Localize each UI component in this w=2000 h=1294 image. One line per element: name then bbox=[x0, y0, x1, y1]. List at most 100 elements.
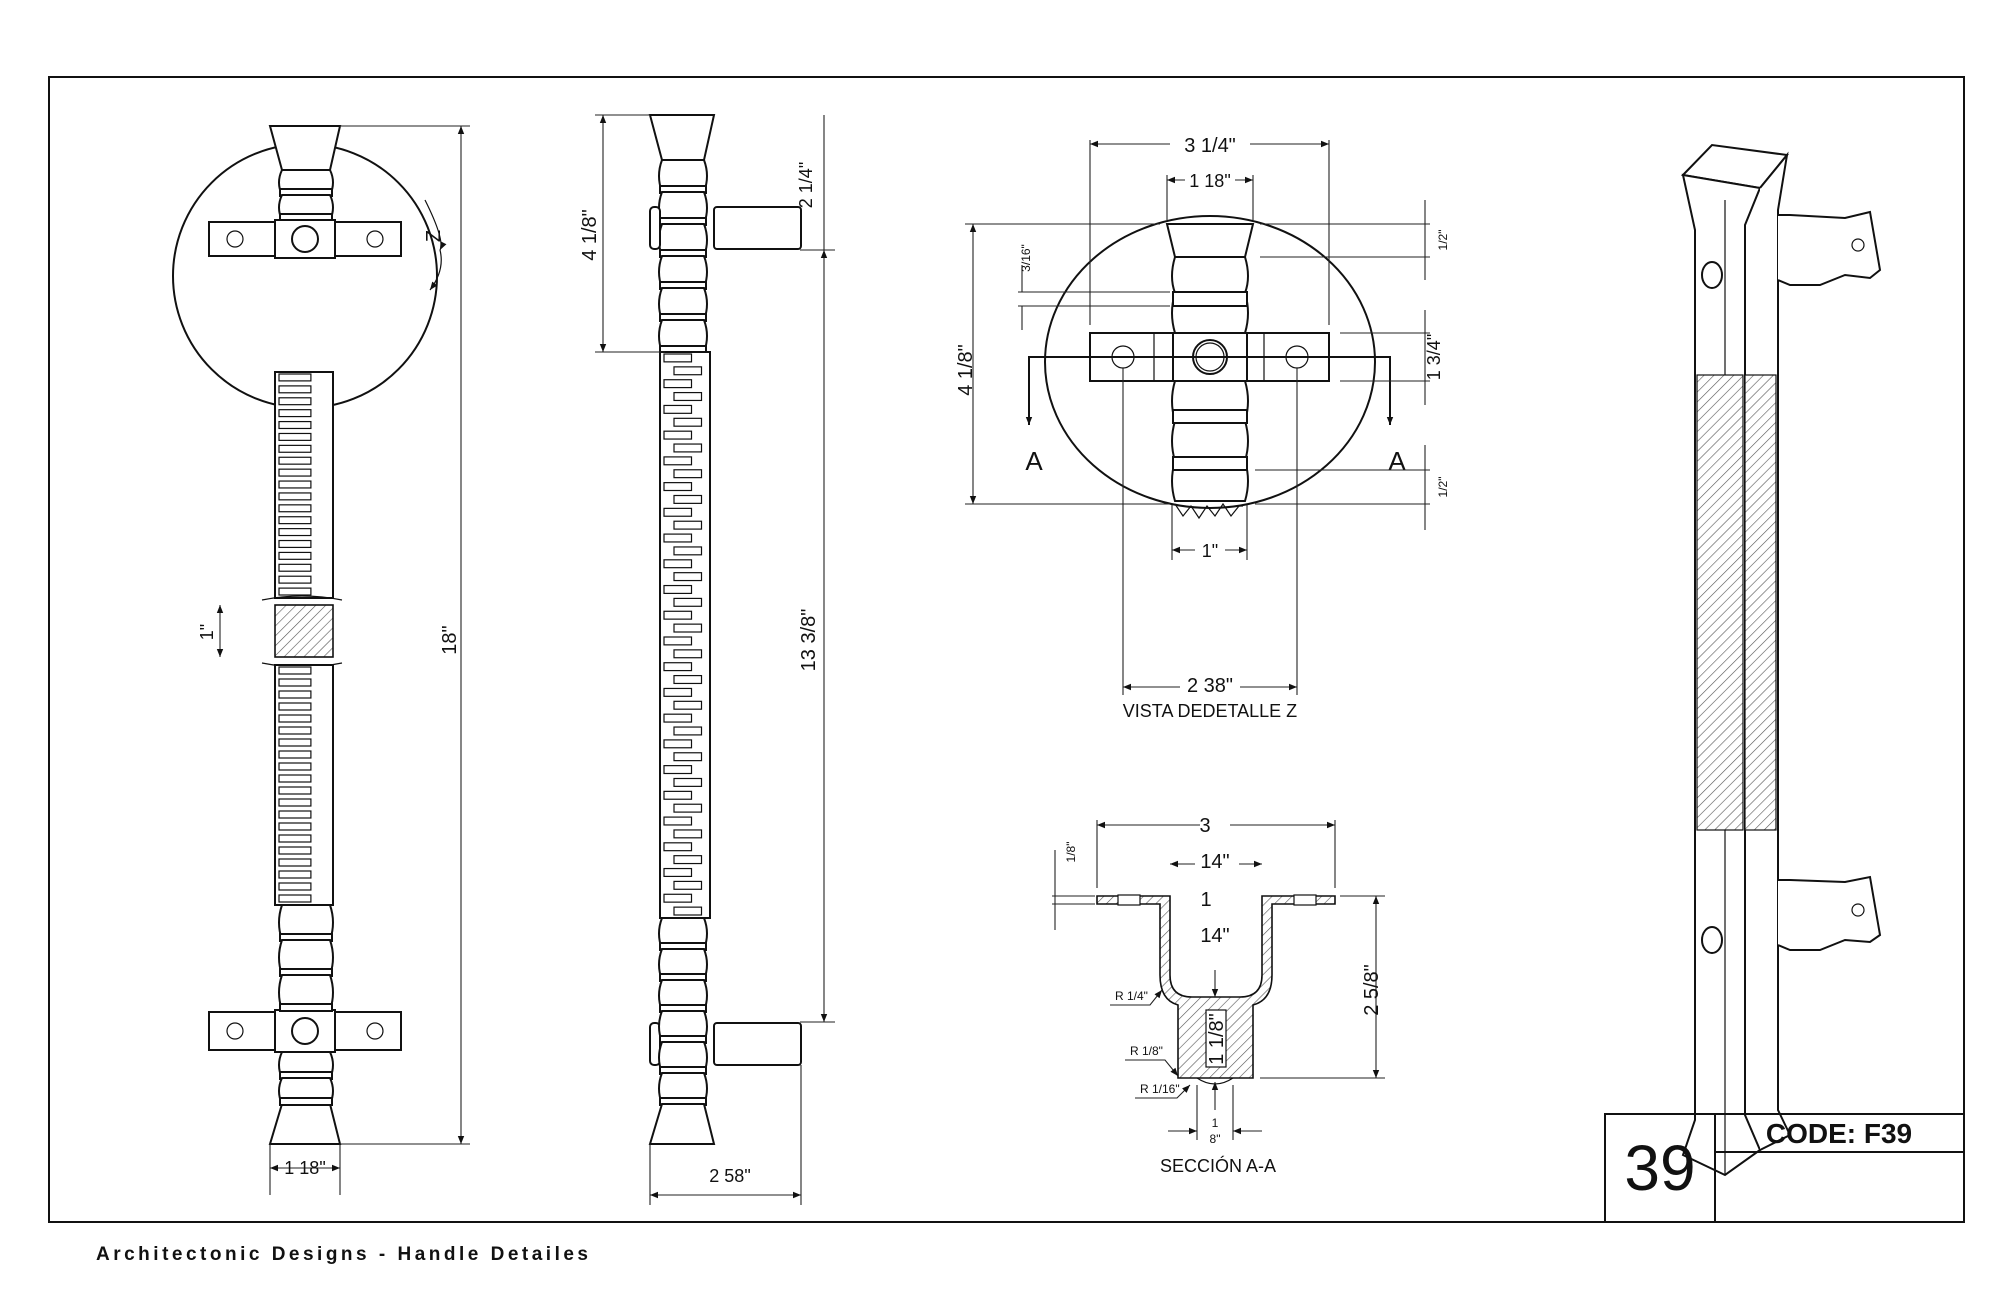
handle-band bbox=[279, 1097, 333, 1106]
handle-top-cap bbox=[648, 114, 716, 161]
handle-tooth bbox=[278, 492, 312, 501]
section-a-a-title: SECCIÓN A-A bbox=[1160, 1155, 1276, 1176]
side-width-dimension: 2 58" bbox=[709, 1166, 750, 1186]
handle-tooth bbox=[278, 714, 312, 723]
handle-tooth bbox=[673, 494, 703, 504]
handle-tooth bbox=[673, 906, 703, 916]
bottom-width-dimension: 1" bbox=[1202, 541, 1218, 561]
handle-tooth bbox=[673, 829, 703, 839]
handle-tooth bbox=[663, 739, 693, 749]
handle-tooth bbox=[278, 504, 312, 513]
section-line-a-a bbox=[1025, 356, 1394, 425]
section-mark-left: A bbox=[1025, 446, 1043, 476]
sheet-footer-title: Architectonic Designs - Handle Detailes bbox=[96, 1244, 592, 1265]
break-dimension: 1" bbox=[197, 624, 217, 640]
handle-tooth bbox=[673, 674, 703, 685]
handle-tooth bbox=[278, 516, 312, 525]
handle-tooth bbox=[278, 738, 312, 747]
section-mark-right: A bbox=[1388, 446, 1406, 476]
front-view: 18" 1 18" 1" Z bbox=[172, 125, 470, 1195]
handle-tooth bbox=[663, 533, 693, 543]
section-a-a-view: 1 1/8" 3 14" 1 14" 1/8" 2 5/8" R 1/4" R … bbox=[1052, 812, 1385, 1176]
handle-tooth bbox=[663, 790, 693, 800]
handle-tooth bbox=[278, 774, 312, 783]
handle-tooth bbox=[673, 443, 703, 453]
inner-width-bottom: 14" bbox=[1200, 925, 1229, 947]
detail-z-title: VISTA DEDETALLE Z bbox=[1123, 701, 1297, 721]
overall-width-dimension: 3 1/4" bbox=[1184, 135, 1236, 157]
side-view: 4 1/8" 13 3/8" 2 1/4" 2 58" bbox=[579, 114, 835, 1205]
handle-tooth bbox=[673, 623, 703, 633]
handle-tooth bbox=[663, 404, 693, 414]
handle-tooth bbox=[278, 444, 312, 453]
handle-tooth bbox=[278, 587, 312, 596]
handle-tooth bbox=[278, 786, 312, 795]
handle-tooth bbox=[278, 894, 312, 903]
handle-tooth bbox=[663, 636, 693, 646]
sheet-border bbox=[48, 76, 1965, 1223]
handle-tooth bbox=[278, 409, 312, 418]
handle-tooth bbox=[663, 842, 693, 852]
handle-ribs-top bbox=[278, 169, 334, 222]
handle-tooth bbox=[673, 880, 703, 890]
handle-tooth bbox=[663, 584, 693, 595]
handle-tooth bbox=[278, 762, 312, 771]
bore bbox=[1205, 1009, 1227, 1068]
handle-tooth bbox=[663, 430, 693, 440]
handle-tooth bbox=[278, 798, 312, 807]
screw-head-icon bbox=[291, 225, 319, 253]
handle-tooth bbox=[663, 867, 693, 878]
bracket-hole bbox=[366, 1022, 384, 1040]
detail-z-view: A A 3 1/4" 1 18" 4 1/8" 3/16" 1/2" 1 3/4… bbox=[955, 132, 1450, 721]
handle-tooth bbox=[278, 468, 312, 477]
handle-tooth bbox=[278, 690, 312, 699]
radius-label-2: R 1/8" bbox=[1130, 1044, 1163, 1058]
iso-bracket-bottom bbox=[1777, 875, 1882, 951]
break-section-hatch bbox=[274, 604, 334, 658]
bracket-hole bbox=[226, 230, 244, 248]
handle-tooth bbox=[663, 765, 693, 775]
break-line bbox=[1174, 502, 1243, 520]
handle-top-cap bbox=[268, 125, 342, 171]
handle-tooth bbox=[278, 397, 312, 406]
center-length-dimension: 13 3/8" bbox=[798, 609, 820, 672]
handle-tooth bbox=[278, 456, 312, 465]
handle-tooth bbox=[663, 713, 693, 723]
height-dimension: 18" bbox=[439, 625, 461, 654]
depth-dimension: 2 5/8" bbox=[1361, 964, 1383, 1016]
width-dimension: 1 18" bbox=[284, 1158, 325, 1178]
hole-spacing-dimension: 2 38" bbox=[1187, 675, 1233, 697]
tip-width-denominator: 8" bbox=[1210, 1132, 1221, 1146]
handle-tooth bbox=[673, 572, 703, 582]
handle-shaft bbox=[274, 664, 334, 906]
handle-tooth bbox=[673, 597, 703, 607]
handle-tooth bbox=[278, 420, 312, 430]
handle-tooth bbox=[278, 822, 312, 831]
handle-tooth bbox=[278, 563, 312, 572]
detail-circle bbox=[1044, 215, 1376, 509]
detail-marker-z: Z bbox=[423, 230, 445, 242]
handle-tooth bbox=[673, 649, 703, 659]
standoff-dimension: 2 1/4" bbox=[796, 162, 816, 208]
handle-tooth bbox=[278, 810, 312, 819]
sheet-number: 39 bbox=[1624, 1132, 1695, 1204]
handle-tooth bbox=[673, 855, 703, 865]
top-length-dimension: 4 1/8" bbox=[579, 209, 601, 261]
product-code: CODE: F39 bbox=[1766, 1118, 1912, 1149]
handle-tooth bbox=[673, 391, 703, 402]
handle-tooth bbox=[278, 575, 312, 584]
radius-label-3: R 1/16" bbox=[1140, 1082, 1180, 1096]
handle-tooth bbox=[278, 480, 312, 489]
handle-tooth bbox=[663, 482, 693, 492]
handle-teeth-lower bbox=[274, 664, 334, 906]
handle-teeth-upper bbox=[274, 371, 334, 599]
bottom-cap-dimension: 1/2" bbox=[1436, 477, 1450, 498]
handle-tooth bbox=[663, 456, 693, 466]
standoff-top bbox=[713, 206, 802, 250]
screw-head-icon bbox=[1701, 261, 1723, 289]
tip-width-numerator: 1 bbox=[1212, 1116, 1219, 1130]
inner-width-top: 14" bbox=[1200, 851, 1229, 873]
handle-tooth bbox=[673, 752, 703, 762]
handle-tooth bbox=[278, 834, 312, 843]
detail-height-dimension: 4 1/8" bbox=[955, 344, 977, 396]
